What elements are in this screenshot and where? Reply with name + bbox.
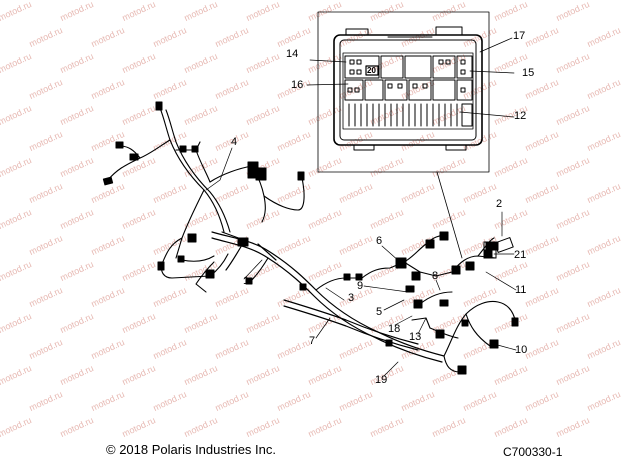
callout-16: 16 — [291, 79, 304, 91]
fuse-box-inset — [317, 11, 490, 173]
callout-12: 12 — [514, 110, 527, 122]
callout-6: 6 — [376, 235, 383, 247]
callout-1: 1 — [243, 275, 250, 287]
callout-4: 4 — [231, 136, 238, 148]
fuse-20-label: 20 — [367, 66, 376, 75]
callout-9: 9 — [357, 280, 364, 292]
lower-left-branch — [181, 255, 269, 293]
callout-10: 10 — [515, 344, 528, 356]
callout-17: 17 — [513, 30, 526, 42]
callout-5: 5 — [376, 306, 383, 318]
callout-11: 11 — [515, 284, 527, 296]
callout-15: 15 — [522, 67, 535, 79]
callout-19: 19 — [375, 374, 388, 386]
inset-leader-line — [436, 171, 463, 259]
callout-13: 13 — [409, 331, 422, 343]
callout-21: 21 — [514, 249, 527, 261]
callout-2: 2 — [496, 198, 503, 210]
callout-8: 8 — [432, 270, 439, 282]
callout-3: 3 — [348, 292, 355, 304]
figure-code: C700330-1 — [503, 445, 563, 459]
callout-7: 7 — [309, 335, 316, 347]
fuse-holder-block — [483, 237, 514, 259]
copyright-notice: © 2018 Polaris Industries Inc. — [106, 442, 276, 457]
leader-lines — [205, 37, 517, 377]
callout-14: 14 — [286, 48, 299, 60]
front-harness-branch — [107, 107, 305, 279]
callout-18: 18 — [388, 323, 401, 335]
